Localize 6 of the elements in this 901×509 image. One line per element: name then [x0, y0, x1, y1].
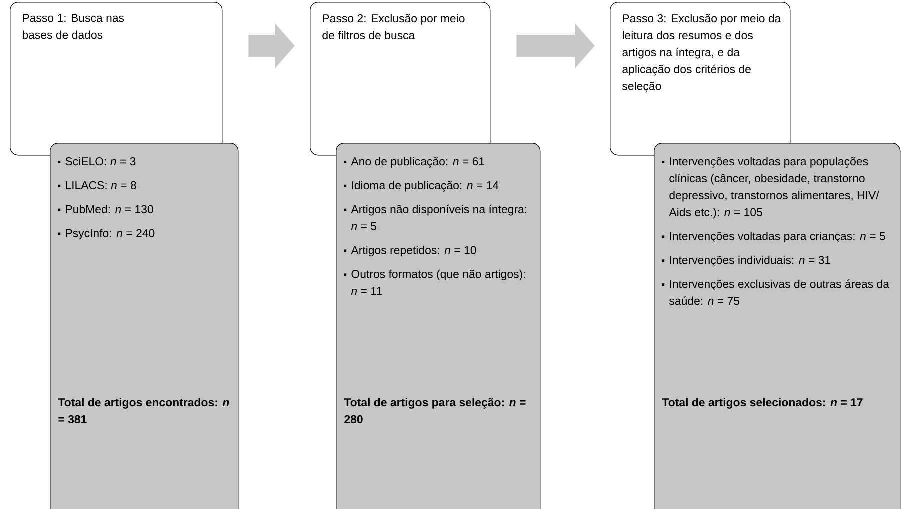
step-box: Passo 3: Exclusão por meio da leitura dos resumos e dos artigos na íntegra, e da aplicação dos critérios de seleção — [610, 2, 791, 156]
step-box: Passo 2: Exclusão por meio de filtros de busca — [310, 2, 491, 156]
list-box: SciELO: n = 3 LILACS: n = 8 PubMed: n = 130 PsycInfo: n = 240 Total de artigos encontrados: n = 381 — [50, 143, 239, 509]
list-box: Ano de publicação: n = 61 Idioma de publicação: n = 14 Artigos não disponíveis na íntegra: n = 5 Artigos repetidos: n = 10 Outros formatos (que não artigos): n = 11 Total de artigos para seleção: n = 280 — [336, 143, 541, 509]
step-box: Passo 1: Busca nas bases de dados — [10, 2, 223, 156]
list-box: Intervenções voltadas para populações clínicas (câncer, obesidade, transtorno depressivo, transtornos alimentares, HIV/ Aids etc.): n = 105 Intervenções voltadas para crianças: n = 5 Intervenções individuais: n = 31 Intervenções exclusivas de outras áreas da saúde: n = 75 Total de artigos selecionados: n = 17 — [654, 143, 901, 509]
